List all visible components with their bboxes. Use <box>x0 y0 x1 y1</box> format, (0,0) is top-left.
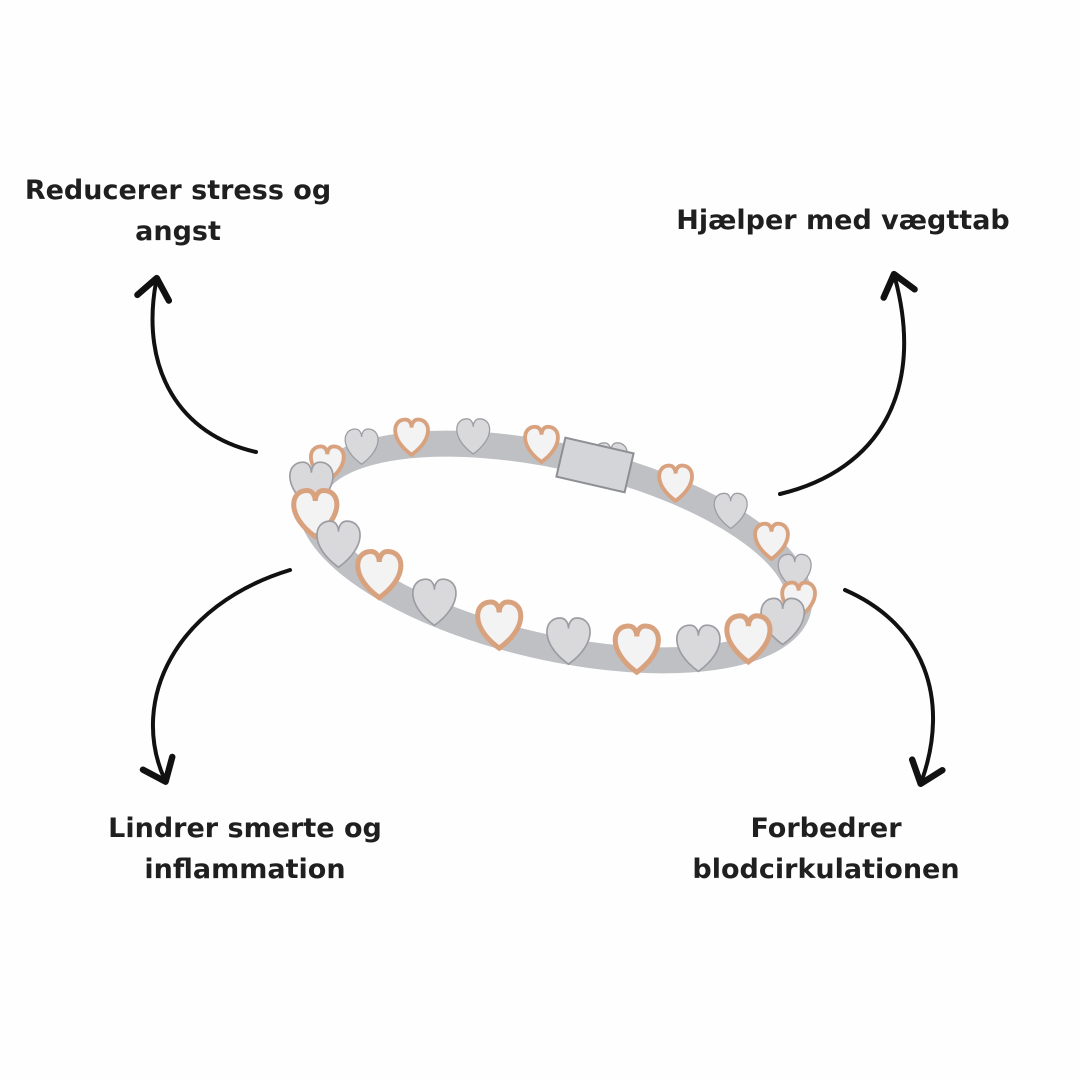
silver-heart-link <box>777 553 812 591</box>
rose-gold-heart-link <box>355 548 404 601</box>
rose-gold-heart-link <box>393 417 430 458</box>
silver-heart-link <box>316 520 361 569</box>
silver-heart-link <box>713 492 748 530</box>
benefit-stress-line1: Reducerer stress og <box>24 175 332 206</box>
arrow-top-left <box>134 274 258 454</box>
benefit-pain-line2: inflammation <box>144 854 346 885</box>
benefit-pain-line1: Lindrer smerte og <box>108 813 382 844</box>
arrow-top-right <box>778 270 918 496</box>
rose-gold-heart-link <box>657 463 694 504</box>
benefit-weight-loss: Hjælper med vægttab <box>676 200 1010 241</box>
rose-gold-heart-link <box>523 424 560 465</box>
arrow-bottom-right <box>843 588 946 787</box>
bracelet-clasp <box>555 436 635 494</box>
benefit-circulation: Forbedrer blodcirkulationen <box>692 808 959 890</box>
rose-gold-heart-link <box>753 521 790 562</box>
arrow-bottom-left <box>139 568 292 785</box>
benefit-stress-line2: angst <box>135 216 221 247</box>
benefit-pain: Lindrer smerte og inflammation <box>108 808 382 890</box>
rose-gold-heart-link <box>475 599 524 652</box>
benefit-circulation-line1: Forbedrer <box>750 813 902 844</box>
silver-heart-link <box>546 617 591 666</box>
silver-heart-link <box>344 428 379 465</box>
silver-heart-link <box>676 624 721 673</box>
silver-heart-link <box>412 578 457 627</box>
bracelet <box>289 417 817 676</box>
rose-gold-heart-link <box>612 623 661 676</box>
benefit-stress: Reducerer stress og angst <box>25 170 331 252</box>
rose-gold-heart-link <box>724 613 773 666</box>
silver-heart-link <box>456 418 491 455</box>
benefit-weight-loss-line1: Hjælper med vægttab <box>676 205 1010 236</box>
benefit-circulation-line2: blodcirkulationen <box>692 854 960 885</box>
